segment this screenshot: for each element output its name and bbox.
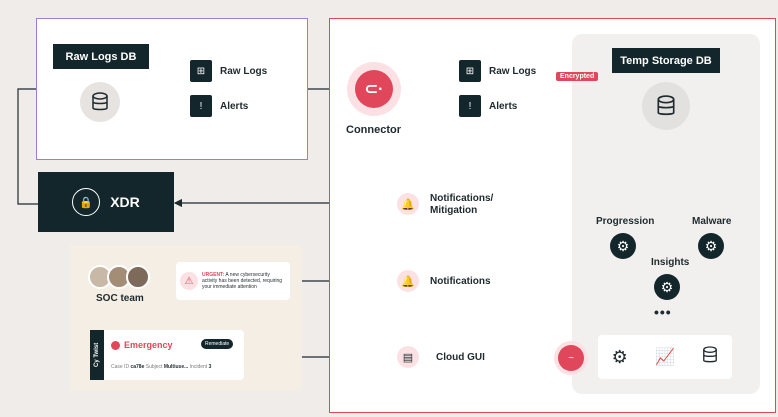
database-icon (702, 345, 718, 369)
chart-icon: 📈 (655, 349, 676, 366)
emergency-title: Emergency (124, 340, 173, 350)
insights-label: Insights (651, 257, 690, 268)
xdr-block: 🔒 XDR (38, 172, 174, 232)
raw-logs-label-left: Raw Logs (220, 66, 268, 77)
raw-logs-icon: ⊞ (190, 60, 212, 82)
soc-team-label: SOC team (96, 293, 144, 304)
hub-icon: ~ (558, 345, 584, 371)
alert-icon: ! (190, 95, 212, 117)
urgent-prefix: URGENT: (202, 272, 225, 278)
emergency-meta: Case ID ca78e Subject Multiuse... Incide… (111, 364, 211, 370)
notifications-label: Notifications (430, 276, 491, 287)
incident-value: 3 (208, 364, 212, 370)
cloud-gui-label: Cloud GUI (436, 352, 485, 363)
progression-label: Progression (596, 216, 655, 227)
alerts-label-mid: Alerts (489, 101, 518, 112)
urgent-alert-text: URGENT: A new cybersecurity activity has… (202, 272, 286, 290)
source-environment-box (36, 18, 308, 160)
raw-logs-icon: ⊞ (459, 60, 481, 82)
brand-strip: Cy Twist (90, 330, 104, 380)
subject-value: Multiuse... (163, 364, 189, 370)
malware-label: Malware (692, 216, 732, 227)
connector-label: Connector (346, 124, 401, 136)
warning-icon: ⚠ (180, 272, 198, 290)
avatar (126, 265, 150, 289)
alerts-label-left: Alerts (220, 101, 249, 112)
gear-icon: ⚙ (611, 346, 628, 367)
bell-icon: 🔔 (397, 193, 419, 215)
remediate-button[interactable]: Remediate (201, 339, 234, 349)
notif-mitigation-line-1: Notifications/ (430, 193, 494, 204)
soc-team-avatars (88, 265, 150, 289)
shield-lock-icon: 🔒 (72, 188, 101, 216)
encrypted-tag: Encrypted (556, 72, 599, 81)
raw-logs-label-mid: Raw Logs (489, 66, 537, 77)
database-icon (80, 82, 120, 122)
incident-label: Incident (189, 364, 208, 370)
connector-icon: ⊂· (347, 62, 401, 116)
gui-icon: ▤ (397, 346, 419, 368)
xdr-label: XDR (110, 194, 140, 210)
case-id-label: Case ID (111, 364, 130, 370)
urgent-message: A new cybersecurity activity has been de… (202, 272, 283, 290)
gear-icon: ⚙ (654, 274, 680, 300)
notif-mitigation-line-2: Mitigation (430, 205, 478, 216)
raw-logs-db-title: Raw Logs DB (53, 44, 149, 69)
temp-storage-title: Temp Storage DB (612, 48, 720, 73)
urgent-alert-popup: ⚠ URGENT: A new cybersecurity activity h… (176, 262, 290, 300)
notif-mitigation-label: Notifications/ Mitigation (430, 193, 493, 217)
case-id-value: ca78e (130, 364, 145, 370)
alert-icon: ! (459, 95, 481, 117)
emergency-card (90, 330, 244, 380)
emergency-dot-icon (111, 341, 120, 350)
subject-label: Subject (145, 364, 163, 370)
more-dots: ••• (654, 304, 672, 320)
bell-icon: 🔔 (397, 270, 419, 292)
tools-strip: ⚙ 📈 (598, 335, 732, 379)
gear-icon: ⚙ (610, 233, 636, 259)
gear-icon: ⚙ (698, 233, 724, 259)
database-icon (642, 82, 690, 130)
